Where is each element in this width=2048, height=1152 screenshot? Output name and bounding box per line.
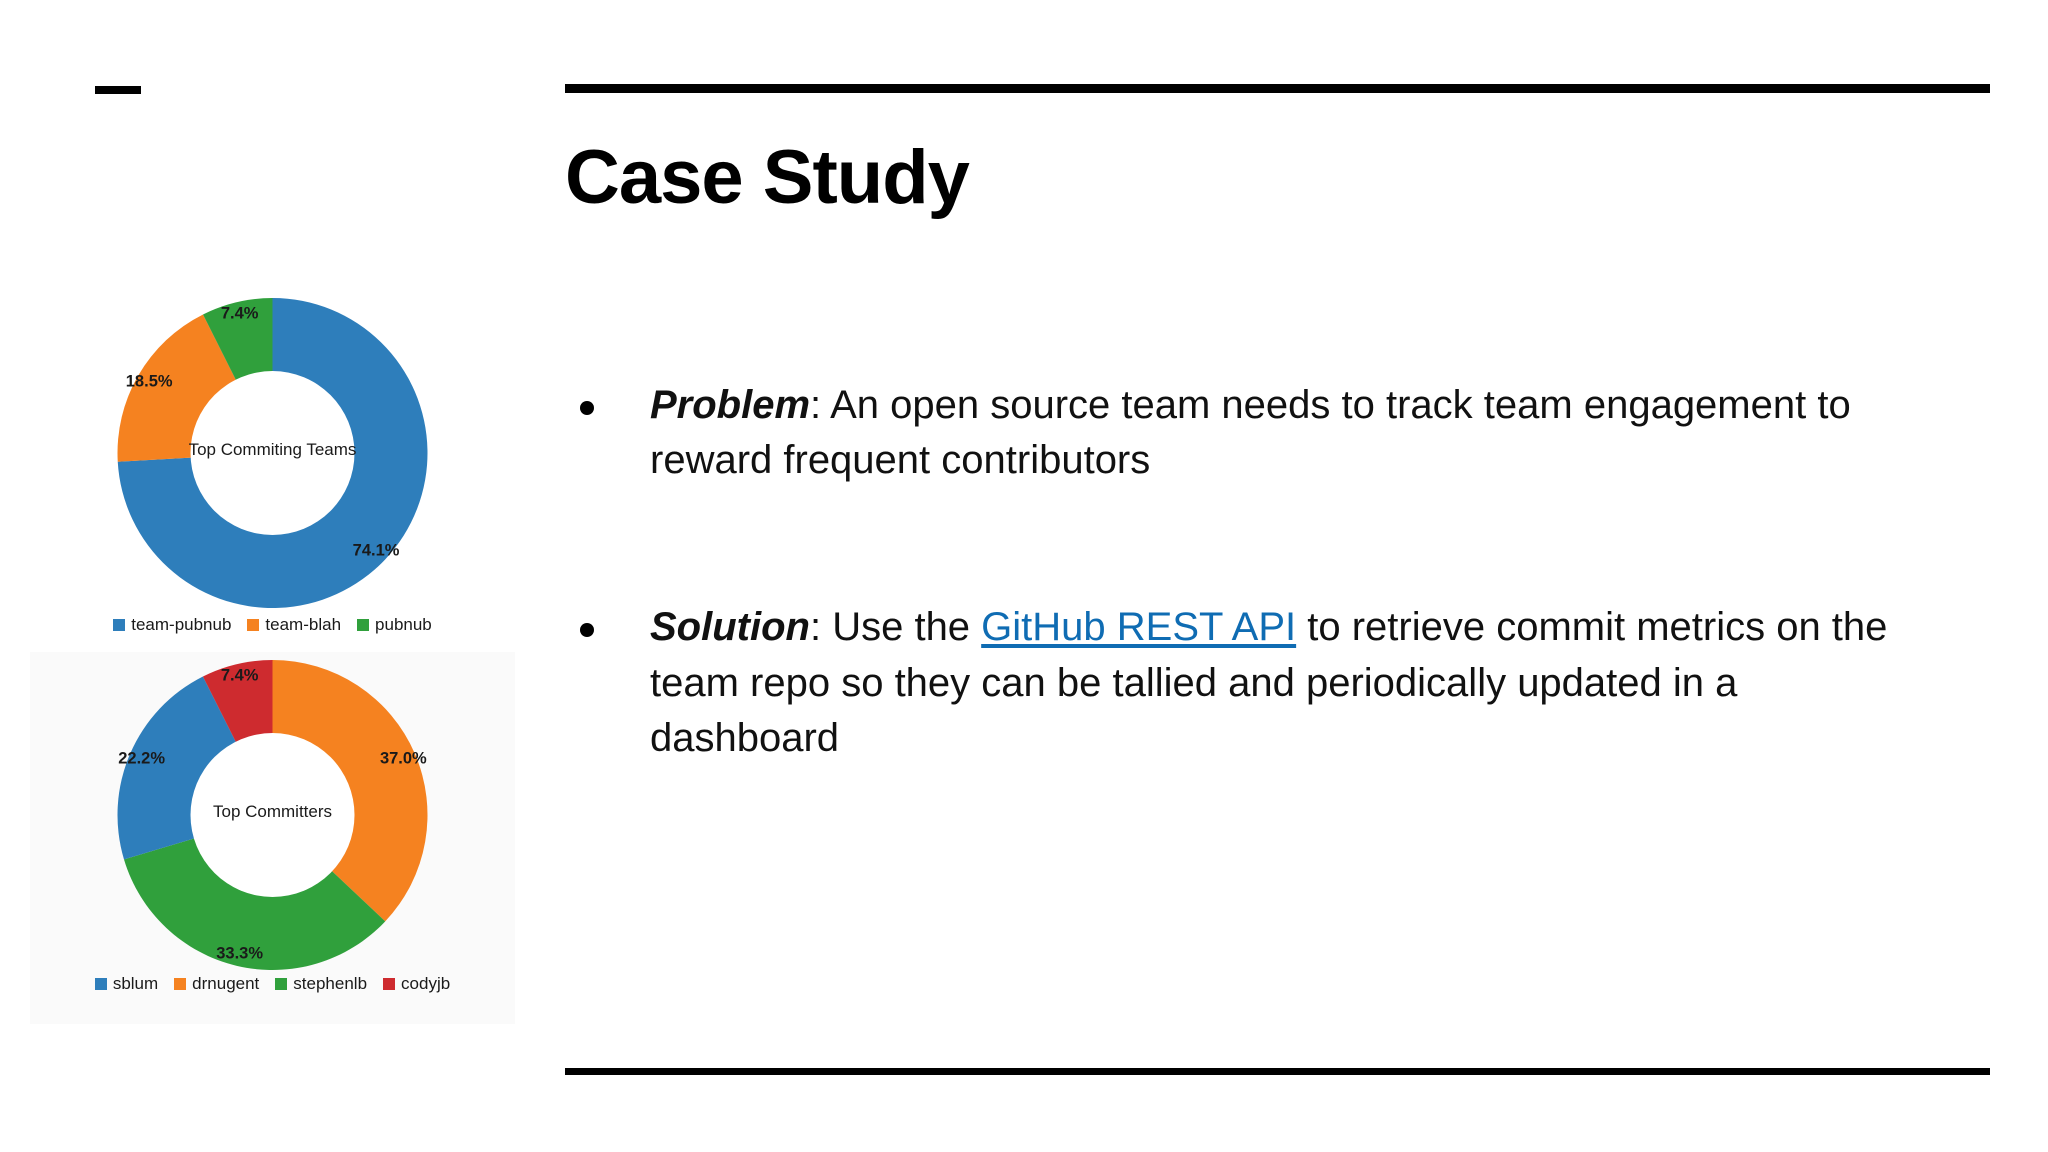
github-rest-api-link[interactable]: GitHub REST API: [981, 605, 1297, 650]
donut-chart-2: Top Committers 37.0% 33.3% 22.2% 7.4%: [30, 652, 515, 970]
bullet-separator: :: [809, 605, 833, 650]
donut-svg-1: [117, 298, 428, 608]
legend-swatch-icon: [383, 978, 396, 990]
bullet-body: An open source team needs to track team …: [650, 383, 1851, 483]
legend-label: drnugent: [192, 974, 260, 993]
footer-rule: [565, 1068, 1990, 1075]
slice-label-team-pubnub: 74.1%: [352, 541, 400, 560]
donut-chart-1: Top Commiting Teams 74.1% 18.5% 7.4%: [30, 290, 515, 608]
legend-item[interactable]: team-blah: [247, 615, 341, 635]
legend-item[interactable]: drnugent: [174, 974, 259, 994]
legend-item[interactable]: stephenlb: [275, 974, 367, 994]
page-title: Case Study: [565, 135, 970, 220]
legend-item[interactable]: sblum: [94, 974, 159, 994]
legend-label: sblum: [112, 974, 159, 993]
bullet-list: Problem: An open source team needs to tr…: [580, 378, 1910, 766]
bullet-dot-icon: [580, 401, 594, 415]
list-item: Problem: An open source team needs to tr…: [580, 378, 1910, 488]
legend-item[interactable]: team-pubnub: [113, 615, 231, 635]
legend-swatch-icon: [247, 619, 260, 631]
donut-center-title-2: Top Committers: [212, 802, 333, 821]
legend-label: stephenlb: [293, 974, 368, 993]
chart-top-commiting-teams: Top Commiting Teams 74.1% 18.5% 7.4% tea…: [30, 290, 515, 660]
bullet-lead: Solution: [650, 605, 810, 650]
slice-label-pubnub: 7.4%: [220, 304, 259, 323]
legend-swatch-icon: [275, 978, 288, 990]
legend-label: team-pubnub: [131, 615, 232, 634]
header-rule: [565, 84, 1990, 93]
bullet-text-problem: Problem: An open source team needs to tr…: [650, 378, 1910, 488]
chart-top-committers: Top Committers 37.0% 33.3% 22.2% 7.4% sb…: [30, 652, 515, 1024]
bullet-text-solution: Solution: Use the GitHub REST API to ret…: [650, 600, 1910, 766]
bullet-body-before-link: Use the: [832, 605, 982, 650]
bullet-lead: Problem: [650, 383, 811, 427]
bullet-dot-icon: [580, 623, 594, 638]
legend-label: team-blah: [265, 615, 342, 634]
legend-swatch-icon: [94, 978, 107, 990]
slice-label-drnugent: 37.0%: [379, 749, 427, 768]
slice-label-team-blah: 18.5%: [125, 372, 173, 391]
chart-legend-1: team-pubnub team-blah pubnub: [30, 615, 515, 635]
legend-swatch-icon: [174, 978, 187, 990]
slice-label-sblum: 22.2%: [118, 749, 166, 768]
slice-label-stephenlb: 33.3%: [216, 944, 264, 963]
legend-label: codyjb: [401, 974, 451, 993]
donut-center-title-1: Top Commiting Teams: [188, 440, 357, 459]
donut-svg-2: [117, 660, 428, 970]
slice-label-codyjb: 7.4%: [220, 666, 259, 685]
chart-legend-2: sblum drnugent stephenlb codyjb: [30, 974, 515, 994]
legend-item[interactable]: codyjb: [383, 974, 450, 994]
legend-swatch-icon: [113, 619, 126, 631]
bullet-separator: :: [810, 383, 831, 427]
list-item: Solution: Use the GitHub REST API to ret…: [580, 600, 1910, 766]
legend-swatch-icon: [357, 619, 370, 631]
legend-label: pubnub: [375, 615, 432, 634]
slide-dash-mark: [95, 86, 141, 94]
bullet-body-after-link: to retrieve commit metrics on the team r…: [650, 605, 1888, 760]
legend-item[interactable]: pubnub: [357, 615, 432, 635]
